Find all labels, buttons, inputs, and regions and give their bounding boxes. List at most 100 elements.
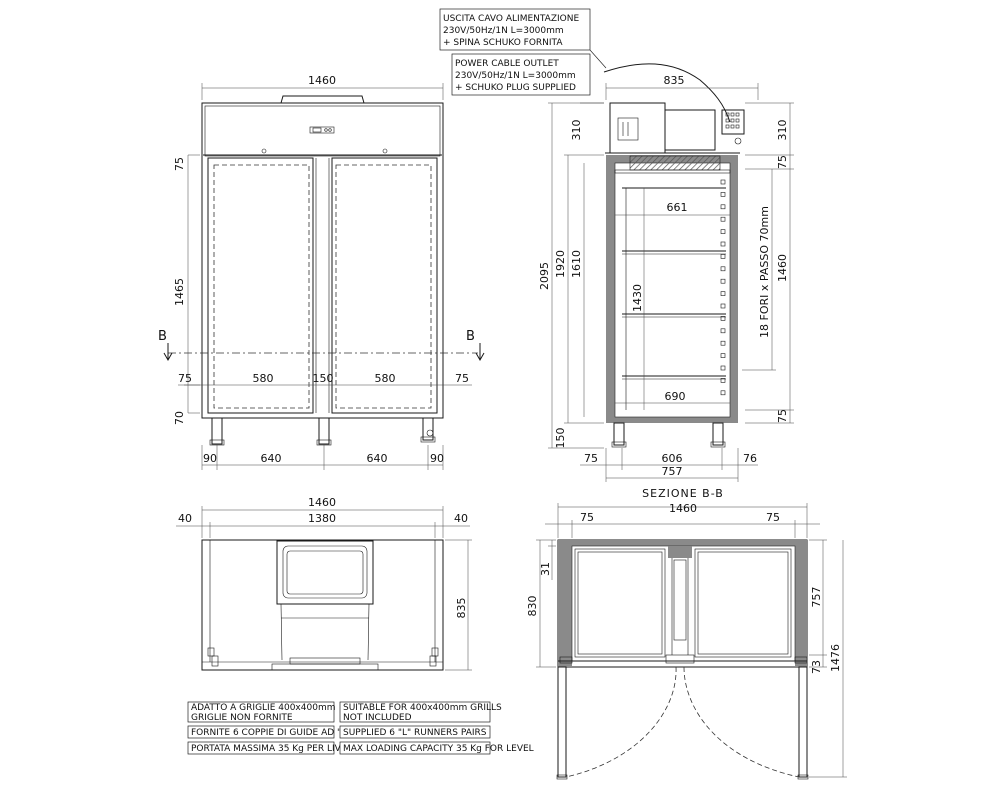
front-view: B B — [158, 95, 485, 446]
note-runners-en: SUPPLIED 6 "L" RUNNERS PAIRS — [343, 728, 487, 738]
dim-bottom-band: 75 — [776, 409, 789, 423]
note-grills-it-line1: ADATTO A GRIGLIE 400x400mm — [191, 703, 335, 713]
note-grills-it-line2: GRIGLIE NON FORNITE — [191, 713, 293, 723]
section-marker-left: B — [158, 329, 167, 344]
dim-section-depth: 757 — [810, 587, 823, 608]
dim-side-leg-front: 75 — [584, 452, 598, 465]
rack-hole — [720, 241, 726, 247]
dim-top-unit-right: 310 — [776, 120, 789, 141]
dim-section-right: 75 — [766, 511, 780, 524]
note-grills-en-line1: SUITABLE FOR 400x400mm GRILLS — [343, 703, 502, 713]
rack-hole — [720, 340, 726, 346]
dim-foot-span-right: 640 — [367, 452, 388, 465]
front-dimensions: 1460 75 1465 70 75 580 150 580 75 90 640… — [173, 74, 472, 470]
dim-rack-height: 1430 — [631, 284, 644, 312]
note-grills-en-line2: NOT INCLUDED — [343, 713, 412, 723]
top-outline — [201, 539, 444, 671]
rack-holes — [720, 179, 726, 396]
dim-top-depth: 835 — [455, 598, 468, 619]
side-dimensions: 835 2095 1920 150 1610 310 1430 661 690 … — [538, 74, 794, 482]
door-swing-left — [565, 666, 677, 778]
cable-note-it-line3: + SPINA SCHUKO FORNITA — [443, 38, 563, 48]
hinge-right-icon — [382, 148, 388, 154]
dim-foot-offset-right: 90 — [430, 452, 444, 465]
section-door-left — [557, 666, 567, 778]
dim-section-height: 830 — [526, 596, 539, 617]
top-view — [201, 539, 444, 671]
rack-hole — [720, 378, 726, 383]
rack-hole — [720, 179, 726, 185]
dim-top-band: 75 — [776, 155, 789, 169]
dim-side-leg-back: 76 — [743, 452, 757, 465]
cable-note-en-line1: POWER CABLE OUTLET — [455, 59, 559, 69]
dim-total-height: 2095 — [538, 262, 551, 290]
dim-front-bottom: 70 — [173, 411, 186, 425]
notes-table: ADATTO A GRIGLIE 400x400mm GRIGLIE NON F… — [187, 701, 534, 755]
dim-section-width: 1460 — [669, 502, 697, 515]
dim-top-unit-left: 310 — [570, 120, 583, 141]
dim-side-leg-span: 606 — [662, 452, 683, 465]
note-runners-it: FORNITE 6 COPPIE DI GUIDE AD "L" — [191, 728, 350, 738]
front-door-right — [331, 157, 438, 414]
dim-side-depth: 835 — [664, 74, 685, 87]
dim-body-height: 1920 — [554, 250, 567, 278]
rack-hole — [720, 254, 726, 259]
rack-hole — [720, 390, 726, 396]
hinge-left-icon — [261, 148, 267, 154]
top-dimensions: 1460 40 1380 40 835 — [176, 496, 472, 671]
rack-hole — [720, 353, 726, 358]
cable-note-italian: USCITA CAVO ALIMENTAZIONE 230V/50Hz/1N L… — [439, 8, 591, 51]
rack-hole — [720, 278, 726, 284]
cable-leader — [589, 49, 607, 69]
cable-note-en-line3: + SCHUKO PLUG SUPPLIED — [455, 83, 576, 93]
cable-note-english: POWER CABLE OUTLET 230V/50Hz/1N L=3000mm… — [451, 53, 591, 96]
side-wall-left — [606, 155, 615, 423]
dim-top-margin-left: 40 — [178, 512, 192, 525]
dim-body-depth: 757 — [662, 465, 683, 478]
note-load-it: PORTATA MASSIMA 35 Kg PER LIVELLO — [191, 744, 363, 754]
rack-hole — [720, 328, 726, 334]
front-door-left — [207, 157, 314, 414]
dim-inner-depth-bottom: 690 — [665, 390, 686, 403]
cable-note-it-line1: USCITA CAVO ALIMENTAZIONE — [443, 14, 579, 24]
rack-hole — [720, 216, 726, 222]
dim-holes-span: 1460 — [776, 254, 789, 282]
dim-front-margin-right: 75 — [455, 372, 469, 385]
rack-hole — [720, 291, 726, 296]
dim-foot-span-left: 640 — [261, 452, 282, 465]
note-load-en: MAX LOADING CAPACITY 35 Kg FOR LEVEL — [343, 744, 534, 754]
dim-foot-offset-left: 90 — [203, 452, 217, 465]
dim-top-margin-right: 40 — [454, 512, 468, 525]
dim-front-width: 1460 — [308, 74, 336, 87]
dim-front-center: 150 — [313, 372, 334, 385]
section-dimensions: 1460 75 75 830 31 757 73 1476 — [526, 502, 847, 778]
dim-section-left: 75 — [580, 511, 594, 524]
section-marker-right: B — [466, 329, 475, 344]
side-view — [605, 102, 745, 448]
dim-top-width: 1460 — [308, 496, 336, 509]
rack-hole — [720, 303, 726, 309]
dim-leg-height: 150 — [554, 428, 567, 449]
door-swing-right — [683, 666, 800, 778]
vent-grille — [721, 109, 745, 135]
dim-front-door: 1465 — [173, 278, 186, 306]
front-handle — [280, 95, 365, 104]
dim-section-offset: 31 — [539, 562, 552, 576]
dim-front-top: 75 — [173, 157, 186, 171]
control-panel — [309, 126, 335, 134]
section-title: SEZIONE B-B — [642, 487, 724, 500]
side-wall-right — [730, 155, 738, 423]
top-unit-housing — [276, 540, 374, 605]
rack-hole — [720, 365, 726, 371]
rack-hole — [720, 316, 726, 321]
rack-hole — [720, 266, 726, 272]
rack-hole — [720, 229, 726, 234]
dim-front-door-left: 580 — [253, 372, 274, 385]
dim-section-door: 73 — [810, 660, 823, 674]
dim-top-inner: 1380 — [308, 512, 336, 525]
dim-section-total: 1476 — [829, 644, 842, 672]
section-door-right — [798, 666, 808, 778]
section-view — [556, 539, 809, 780]
dim-front-margin-left: 75 — [178, 372, 192, 385]
